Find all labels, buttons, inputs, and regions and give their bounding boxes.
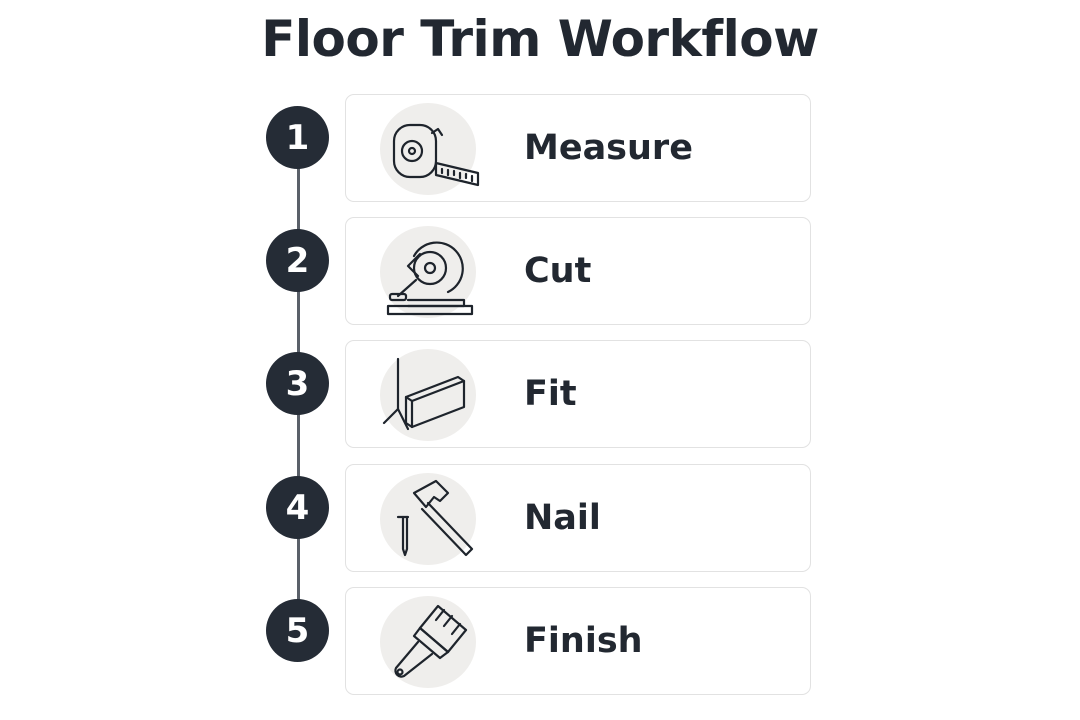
step-3-badge: 3 xyxy=(266,352,329,415)
baseboard-icon xyxy=(378,349,482,441)
step-4-label: Nail xyxy=(524,497,601,538)
step-2-badge: 2 xyxy=(266,229,329,292)
step-4-card: Nail xyxy=(345,464,811,572)
step-1-badge: 1 xyxy=(266,106,329,169)
step-4-badge: 4 xyxy=(266,476,329,539)
hammer-nail-icon xyxy=(378,473,482,565)
step-5-label: Finish xyxy=(524,620,643,661)
step-3-label: Fit xyxy=(524,373,577,414)
step-5-card: Finish xyxy=(345,587,811,695)
step-1-label: Measure xyxy=(524,127,693,168)
step-3-card: Fit xyxy=(345,340,811,448)
paintbrush-icon xyxy=(378,596,482,688)
tape-measure-icon xyxy=(378,103,482,195)
step-2-card: Cut xyxy=(345,217,811,325)
step-2-label: Cut xyxy=(524,250,592,291)
step-5-badge: 5 xyxy=(266,599,329,662)
miter-saw-icon xyxy=(378,226,482,318)
step-1-card: Measure xyxy=(345,94,811,202)
page-title: Floor Trim Workflow xyxy=(261,10,819,68)
